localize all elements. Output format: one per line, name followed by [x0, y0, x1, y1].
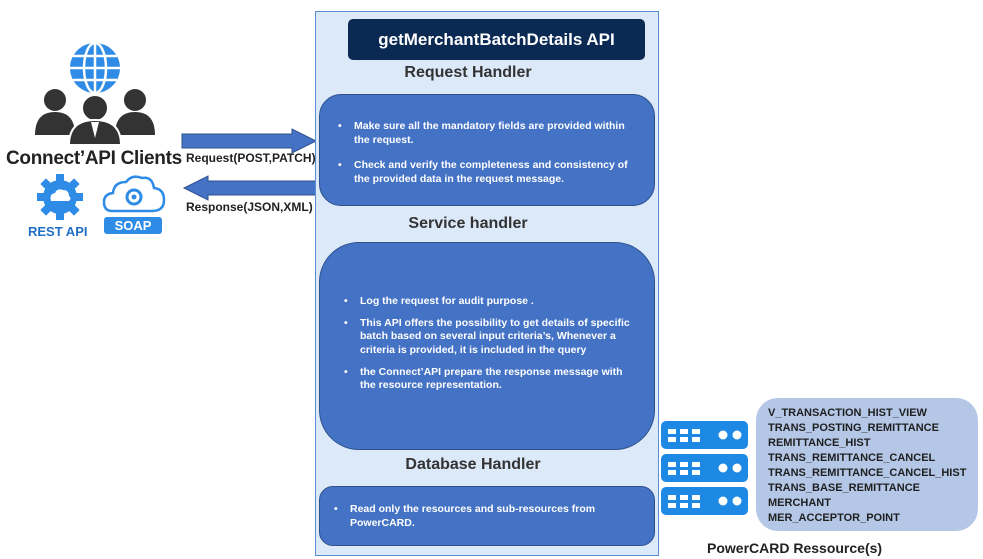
list-item: Make sure all the mandatory fields are p… — [332, 120, 636, 147]
list-item: Log the request for audit purpose . — [338, 295, 636, 309]
list-item: V_TRANSACTION_HIST_VIEW — [768, 407, 927, 419]
clients-group: Connect’API Clients REST API SOAP — [0, 30, 200, 250]
request-label: Request(POST,PATCH) — [186, 151, 316, 165]
response-label: Response(JSON,XML) — [186, 200, 313, 214]
database-handler-title: Database Handler — [405, 456, 541, 473]
rest-api-label: REST API — [28, 224, 88, 239]
resources-caption: PowerCARD Ressource(s) — [707, 540, 883, 556]
list-item: Read only the resources and sub-resource… — [328, 503, 634, 530]
soap-label: SOAP — [114, 218, 152, 233]
service-handler-list: Log the request for audit purpose . This… — [338, 295, 636, 393]
database-server-icon — [661, 421, 748, 515]
list-item: MER_ACCEPTOR_POINT — [768, 512, 900, 524]
list-item: TRANS_REMITTANCE_CANCEL — [768, 452, 936, 464]
list-item: Check and verify the completeness and co… — [332, 159, 636, 186]
list-item: TRANS_POSTING_REMITTANCE — [768, 422, 939, 434]
clients-title: Connect’API Clients — [6, 148, 182, 169]
request-handler-box: Make sure all the mandatory fields are p… — [319, 94, 655, 206]
list-item: MERCHANT — [768, 497, 831, 509]
list-item: This API offers the possibility to get d… — [338, 317, 636, 358]
request-handler-title: Request Handler — [404, 64, 532, 81]
list-item: TRANS_BASE_REMITTANCE — [768, 482, 920, 494]
soap-cloud-icon — [102, 175, 166, 213]
database-handler-list: Read only the resources and sub-resource… — [328, 503, 634, 530]
list-item: REMITTANCE_HIST — [768, 437, 871, 449]
users-globe-icon — [35, 41, 155, 145]
api-title: getMerchantBatchDetails API — [348, 19, 645, 60]
soap-badge: SOAP — [104, 217, 162, 234]
list-item: the Connect’API prepare the response mes… — [338, 366, 636, 393]
database-handler-box: Read only the resources and sub-resource… — [319, 486, 655, 546]
request-arrow — [181, 128, 318, 154]
list-item: TRANS_REMITTANCE_CANCEL_HIST — [768, 467, 967, 479]
response-arrow — [182, 175, 319, 201]
rest-api-gear-icon — [37, 174, 83, 220]
service-handler-title: Service handler — [408, 215, 528, 232]
request-handler-list: Make sure all the mandatory fields are p… — [332, 120, 636, 187]
service-handler-box: Log the request for audit purpose . This… — [319, 242, 655, 450]
resource-list-box: V_TRANSACTION_HIST_VIEW TRANS_POSTING_RE… — [756, 398, 978, 531]
